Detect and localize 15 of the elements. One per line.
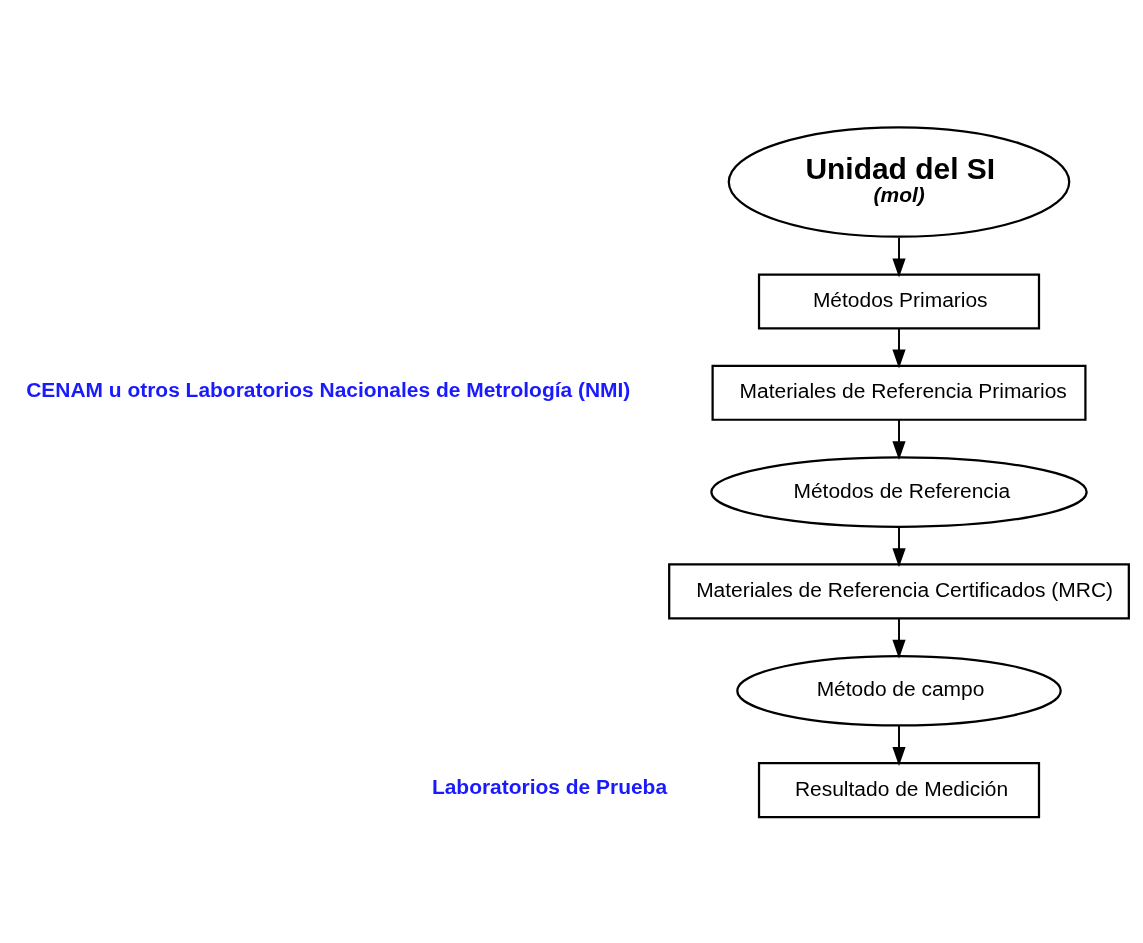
node-ellipse: Método de campo (736, 654, 1062, 727)
node-box: Materiales de Referencia Primarios (711, 364, 1087, 421)
node-box: Resultado de Medición (757, 761, 1041, 818)
arrow (892, 617, 906, 659)
node-ellipse: Métodos de Referencia (710, 455, 1088, 528)
arrow (892, 525, 906, 567)
label: CENAM u otros Laboratorios Nacionales de Metrología (NMI) (26, 377, 631, 401)
arrow (892, 724, 906, 766)
arrow (892, 418, 906, 460)
node-box: Métodos Primarios (757, 272, 1041, 330)
node-ellipse: Unidad del SI (mol) (727, 125, 1071, 238)
label: Laboratorios de Prueba (431, 774, 668, 798)
arrow (892, 236, 906, 277)
arrow (892, 327, 906, 368)
node-box: Materiales de Referencia Certificados (MRC) (668, 562, 1130, 619)
